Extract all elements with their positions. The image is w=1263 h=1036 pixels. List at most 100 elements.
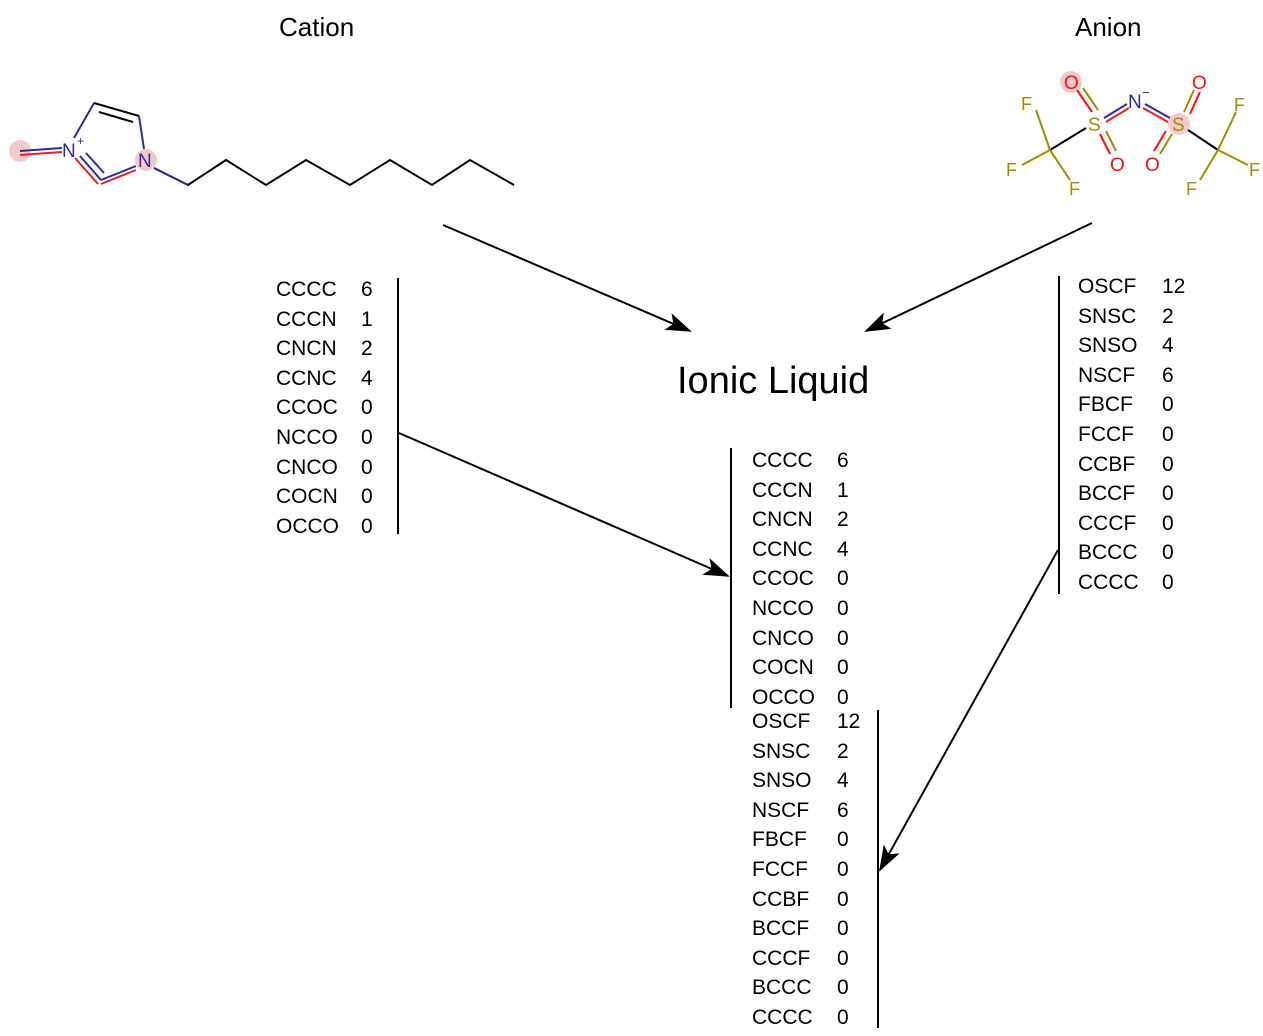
arrow-cation-table-to-product [398,432,730,577]
fragment-code: BCCF [1078,482,1136,506]
fragment-count: 0 [1162,541,1174,565]
product-anion-table-divider [877,710,879,1028]
atom-n1: N [138,151,152,172]
fragment-code: OSCF [752,710,811,733]
bond-s2-c2 [1187,129,1219,151]
atom-f-4: F [1234,95,1245,115]
arrow-cation-to-ionic-liquid [442,224,692,332]
arrow-anion-table-to-product [879,549,1059,872]
fragment-count: 4 [1162,334,1174,358]
fragment-count: 4 [837,537,849,561]
fragment-count: 0 [361,426,373,449]
bond-n-s2 [1144,103,1171,119]
bond-c4-c5 [93,102,140,117]
anion-molecule: O O O O S S N − F F F F F F [1006,71,1260,199]
bond-s1-n-red [1105,107,1130,123]
arrow-anion-to-ionic-liquid [864,222,1093,332]
bond-n-s2-red [1142,107,1169,123]
atom-o-top-left: O [1064,73,1079,94]
bond-n-c4 [73,102,95,139]
atom-o-bottom-left: O [1110,155,1125,176]
fragment-count: 0 [837,656,849,680]
fragment-code: CCCC [752,1006,813,1029]
atom-s2: S [1172,115,1185,136]
fragment-code: BCCF [752,917,810,941]
o-highlight [1060,71,1082,93]
bond-c5-n1 [138,115,145,150]
fragment-count: 0 [361,514,373,538]
bond-c2-n-red [74,157,99,185]
bond-c4-c5-inner [98,111,134,123]
fragment-count: 4 [837,769,849,793]
bond-c1-f-top [1035,109,1051,151]
bond-s2-o-bottom-2 [1153,130,1167,152]
fragment-code: CCCF [1078,511,1137,535]
fragment-code: CCNC [276,366,337,390]
fragment-count: 0 [361,396,373,420]
bond-s2-o-bottom [1159,133,1173,155]
fragment-count: 2 [361,337,373,361]
fragment-count: 1 [361,307,373,331]
fragment-count: 0 [1162,393,1174,417]
fragment-code: CCOC [752,567,814,591]
fragment-count: 0 [837,597,849,620]
fragment-code: CNCN [276,337,337,361]
fragment-count: 6 [837,798,849,822]
cation-molecule: N + N [9,102,515,187]
fragment-count: 0 [837,626,849,650]
fragment-code: FBCF [1078,393,1133,417]
fragment-count: 0 [837,946,849,970]
fragment-count: 0 [837,858,849,881]
atom-o-top-right: O [1192,73,1207,94]
fragment-code: CCBF [1078,452,1136,476]
bond-n1-c2 [100,165,137,181]
fragment-count: 6 [1162,363,1174,387]
fragment-count: 6 [361,278,373,301]
bond-methyl-n-red [19,151,63,156]
bond-c2-n-inner [85,152,105,174]
fragment-count: 0 [361,485,373,509]
fragment-code: CNCO [752,626,814,650]
fragment-code: CCCN [752,478,813,502]
fragment-code: OCCO [276,514,339,538]
bond-methyl-n [19,147,63,152]
charge-plus: + [77,134,84,148]
fragment-count: 2 [837,508,849,532]
anion-table-divider [1058,276,1060,594]
atom-n-minus: N [1128,92,1142,113]
fragment-count: 1 [837,478,849,502]
bond-c2-f-top [1217,111,1237,151]
fragment-code: FCCF [1078,423,1134,446]
bond-c2-n [79,155,102,181]
fragment-count: 0 [361,455,373,479]
fragment-count: 0 [837,1006,849,1029]
fragment-code: NSCF [1078,363,1136,387]
bond-n1-c2-red [100,169,137,185]
fragment-code: NSCF [752,798,810,822]
fragment-count: 2 [1162,304,1174,328]
atom-s1: S [1088,115,1101,136]
fragment-count: 12 [837,710,861,733]
fragment-code: FCCF [752,858,808,881]
fragment-code: CNCN [752,508,813,532]
bond-n1-chain [153,167,189,186]
fragment-code: SNSO [1078,334,1138,358]
bond-s1-o-top [1076,89,1093,113]
atom-o-bottom-right: O [1145,155,1160,176]
fragment-count: 0 [1162,511,1174,535]
bond-s1-n [1103,103,1128,119]
fragment-count: 0 [1162,452,1174,476]
fragment-count: 0 [837,887,849,911]
bond-c1-f-bottom [1049,149,1071,181]
product-cation-table-divider [730,448,732,708]
fragment-code: CCCC [1078,571,1139,594]
fragment-code: CCNC [752,537,813,561]
fragment-code: SNSC [752,739,811,763]
fragment-count: 6 [837,449,849,472]
alkyl-chain [153,158,515,187]
fragment-code: CCBF [752,887,810,911]
